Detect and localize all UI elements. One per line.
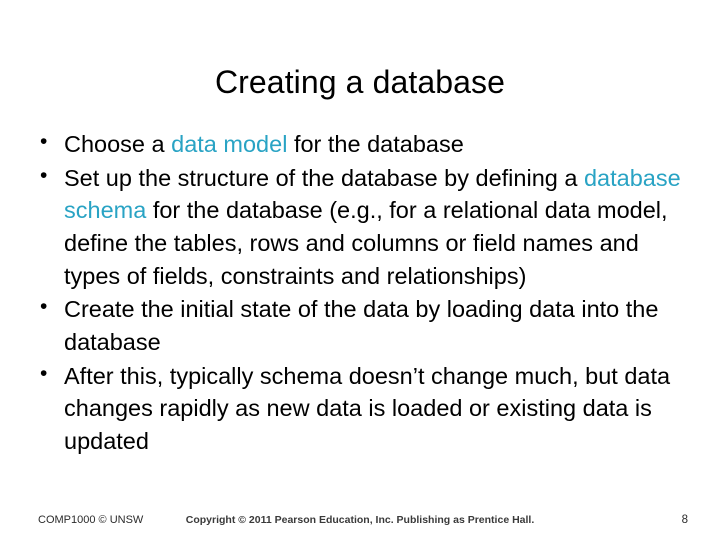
page-title: Creating a database — [214, 64, 506, 101]
list-item: Create the initial state of the data by … — [22, 292, 700, 358]
list-item: Choose a data model for the database — [22, 127, 700, 161]
bullet-text-segment: for the database — [287, 131, 464, 157]
bullet-list: Choose a data model for the database Set… — [22, 127, 700, 458]
bullet-text-segment: Choose a — [64, 131, 172, 157]
bullet-text-segment: for the database (e.g., for a relational… — [64, 197, 668, 289]
bullet-text-segment: After this, typically schema doesn’t cha… — [64, 362, 671, 454]
footer-course-label: COMP1000 © UNSW — [38, 514, 144, 526]
bullet-text-highlight: data model — [171, 131, 288, 157]
bullet-text-segment: Set up the structure of the database by … — [64, 164, 584, 191]
slide-number: 8 — [681, 514, 688, 526]
bullet-text-segment: Create the initial state of the data by … — [64, 296, 659, 355]
footer-copyright: Copyright © 2011 Pearson Education, Inc.… — [185, 514, 535, 526]
bullet-text-highlight: database schema — [64, 164, 681, 224]
list-item: Set up the structure of the database by … — [22, 161, 700, 293]
slide-footer: COMP1000 © UNSW Copyright © 2011 Pearson… — [0, 514, 720, 532]
slide-body: Choose a data model for the database Set… — [22, 127, 700, 459]
list-item: After this, typically schema doesn’t cha… — [22, 359, 700, 458]
